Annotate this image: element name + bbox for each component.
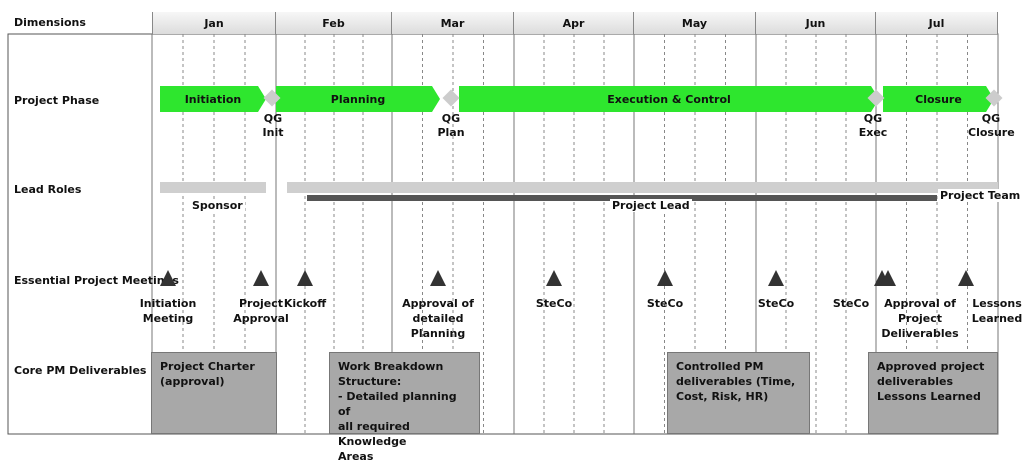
quality-gate-closure-label: QG Closure [968, 112, 1015, 139]
meeting-marker-icon [160, 270, 176, 286]
row-label-roles: Lead Roles [14, 183, 82, 196]
deliverable-wbs: Work Breakdown Structure: - Detailed pla… [329, 352, 480, 463]
row-label-phase: Project Phase [14, 94, 100, 107]
project-lead-bar [307, 195, 937, 201]
meeting-label: Kickoff [283, 297, 327, 310]
meeting-marker-icon [880, 270, 896, 286]
meeting-label: Approval of Project Deliverables [881, 297, 959, 340]
meeting-marker-icon [958, 270, 974, 286]
meeting-marker-icon [430, 270, 446, 286]
meeting-label: SteCo [832, 297, 870, 310]
quality-gate-exec-label: QG Exec [858, 112, 888, 139]
meeting-marker-icon [768, 270, 784, 286]
deliverable-approved-project: Approved project deliverables Lessons Le… [868, 352, 998, 434]
project-lead-label: Project Lead [610, 199, 692, 212]
month-header-jan: Jan [152, 12, 276, 34]
phase-planning: Planning [276, 86, 440, 112]
quality-gate-init-label: QG Init [262, 112, 284, 139]
sponsor-label: Sponsor [190, 199, 245, 212]
row-label-meetings: Essential Project Meetings [14, 274, 179, 287]
phase-closure: Closure [883, 86, 994, 112]
meeting-label: Approval of detailed Planning [402, 297, 474, 340]
quality-gate-plan-label: QG Plan [437, 112, 465, 139]
meeting-marker-icon [297, 270, 313, 286]
month-header-feb: Feb [276, 12, 392, 34]
month-header-jun: Jun [756, 12, 876, 34]
phase-initiation: Initiation [160, 86, 266, 112]
dimensions-label: Dimensions [14, 16, 86, 29]
meeting-label: Lessons Learned [971, 297, 1023, 325]
month-header-may: May [634, 12, 756, 34]
meeting-marker-icon [657, 270, 673, 286]
sponsor-bar [160, 182, 266, 193]
meeting-label: Project Approval [233, 297, 289, 325]
month-header-jul: Jul [876, 12, 998, 34]
row-label-deliverables: Core PM Deliverables [14, 364, 147, 377]
meeting-label: SteCo [535, 297, 573, 310]
meeting-label: Initiation Meeting [139, 297, 197, 325]
month-header-apr: Apr [514, 12, 634, 34]
project-team-bar [287, 182, 998, 193]
phase-execution-control: Execution & Control [459, 86, 879, 112]
month-header-mar: Mar [392, 12, 514, 34]
deliverable-controlled-pm: Controlled PM deliverables (Time, Cost, … [667, 352, 810, 434]
meeting-marker-icon [546, 270, 562, 286]
meeting-label: SteCo [757, 297, 795, 310]
meeting-marker-icon [253, 270, 269, 286]
project-team-label: Project Team [938, 189, 1023, 202]
deliverable-project-charter: Project Charter (approval) [151, 352, 277, 434]
meeting-label: SteCo [646, 297, 684, 310]
